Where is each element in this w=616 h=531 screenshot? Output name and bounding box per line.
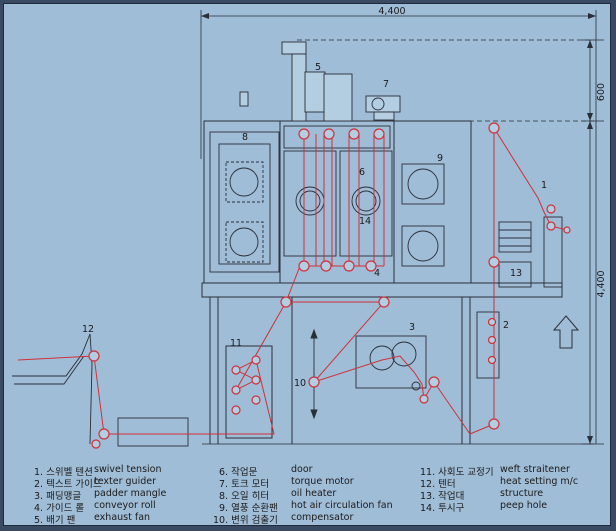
legend-num: 9.	[219, 503, 229, 514]
legend-en: door	[291, 464, 313, 475]
tenter-machine-diagram: 4,400 600 4,400	[12, 6, 607, 449]
dimension-height-label: 4,400	[596, 270, 607, 297]
legend-num: 3.	[34, 491, 44, 502]
legend-num: 11.	[420, 467, 436, 478]
dimension-top-label: 600	[596, 83, 607, 101]
legend-ko: 투시구	[438, 503, 465, 514]
callout-3: 3	[409, 322, 415, 333]
callout-1: 1	[541, 180, 547, 191]
callout-13: 13	[510, 268, 522, 279]
legend-ko: 작업대	[438, 491, 465, 502]
legend-item: 14. 투시구 peep hole	[420, 500, 547, 514]
circulation-fans	[401, 163, 445, 267]
texter-guider	[476, 311, 500, 379]
door-panels	[283, 125, 393, 257]
legend-ko: 텐터	[438, 479, 456, 490]
callout-9: 9	[437, 153, 443, 164]
legend-ko: 토크 모터	[231, 479, 270, 490]
legend-num: 6.	[219, 467, 229, 478]
legend-num: 8.	[219, 491, 229, 502]
legend-en: oil heater	[291, 488, 337, 499]
tenter-unit	[12, 333, 189, 447]
legend-ko: 텍스트 가이드	[46, 479, 102, 490]
legend-en: conveyor roll	[94, 500, 156, 511]
legend-ko: 배기 팬	[46, 515, 76, 526]
legend-en: torque motor	[291, 476, 354, 487]
legend-item: 8. 오일 히터 oil heater	[219, 488, 336, 502]
work-structure	[498, 216, 563, 288]
dimension-width-label: 4,400	[378, 6, 405, 17]
lower-platform	[201, 282, 563, 444]
legend-en: heat setting m/c	[500, 476, 579, 487]
callout-12: 12	[82, 324, 94, 335]
legend-ko: 열풍 순환팬	[231, 503, 278, 514]
legend-ko: 작업문	[231, 467, 258, 478]
legend-item: 12. 텐터 heat setting m/c	[420, 476, 578, 490]
callout-7: 7	[383, 79, 389, 90]
legend-ko: 가이드 롤	[46, 503, 85, 514]
callout-5: 5	[315, 62, 321, 73]
legend-num: 4.	[34, 503, 44, 514]
legend-en: hot air circulation fan	[291, 500, 393, 511]
legend-num: 7.	[219, 479, 229, 490]
inlet-arrow	[552, 315, 580, 349]
callout-2: 2	[503, 320, 509, 331]
legend-en: swivel tension	[94, 464, 162, 475]
legend-en: padder mangle	[94, 488, 167, 499]
oil-heater	[209, 131, 280, 273]
legend-num: 14.	[420, 503, 436, 514]
legend-en: compensator	[291, 512, 354, 523]
callout-14: 14	[359, 216, 371, 227]
legend-item: 9. 열풍 순환팬 hot air circulation fan	[219, 500, 393, 514]
legend-ko: 스위벨 텐션	[46, 467, 93, 478]
rollers	[88, 122, 571, 449]
legend-num: 13.	[420, 491, 436, 502]
callout-6: 6	[359, 167, 365, 178]
legend-ko: 패딩맹글	[46, 491, 82, 502]
legend-ko: 사회도 교정기	[438, 467, 494, 478]
legend-num: 2.	[34, 479, 44, 490]
callout-8: 8	[242, 132, 248, 143]
legend-en: structure	[500, 488, 544, 499]
padder-mangle	[355, 335, 427, 391]
legend-num: 5.	[34, 515, 44, 526]
legend-ko: 오일 히터	[231, 491, 270, 502]
legend-num: 12.	[420, 479, 436, 490]
legend-item: 11. 사회도 교정기 weft straitener	[420, 464, 570, 478]
legend-item: 5. 배기 팬 exhaust fan	[34, 512, 150, 526]
callout-11: 11	[230, 338, 242, 349]
callout-10: 10	[294, 378, 306, 389]
callouts: 1 2 3 4 5 6 7 8 9 10 11 12 13 14	[82, 62, 547, 389]
exhaust-fan	[239, 41, 353, 122]
legend-ko: 변위 검출기	[231, 515, 278, 526]
legend-num: 10.	[213, 515, 229, 526]
legend-item: 3. 패딩맹글 padder mangle	[34, 488, 166, 502]
legend-en: weft straitener	[500, 464, 570, 475]
torque-motor	[365, 95, 401, 121]
legend-en: peep hole	[500, 500, 548, 511]
callout-4: 4	[374, 268, 380, 279]
legend-item: 6. 작업문 door	[219, 464, 313, 478]
legend-item: 4. 가이드 롤 conveyor roll	[34, 500, 156, 514]
dimension-arrows	[201, 13, 596, 444]
diagram-frame: 4,400 600 4,400	[3, 3, 611, 526]
dimension-lines	[200, 10, 604, 445]
legend-en: texter guider	[94, 476, 156, 487]
legend-item: 7. 토크 모터 torque motor	[219, 476, 354, 490]
legend-item: 10. 변위 검출기 compensator	[213, 512, 353, 526]
legend-en: exhaust fan	[94, 512, 151, 523]
legend-num: 1.	[34, 467, 44, 478]
compensator	[310, 328, 318, 420]
legend-item: 13. 작업대 structure	[420, 488, 543, 502]
